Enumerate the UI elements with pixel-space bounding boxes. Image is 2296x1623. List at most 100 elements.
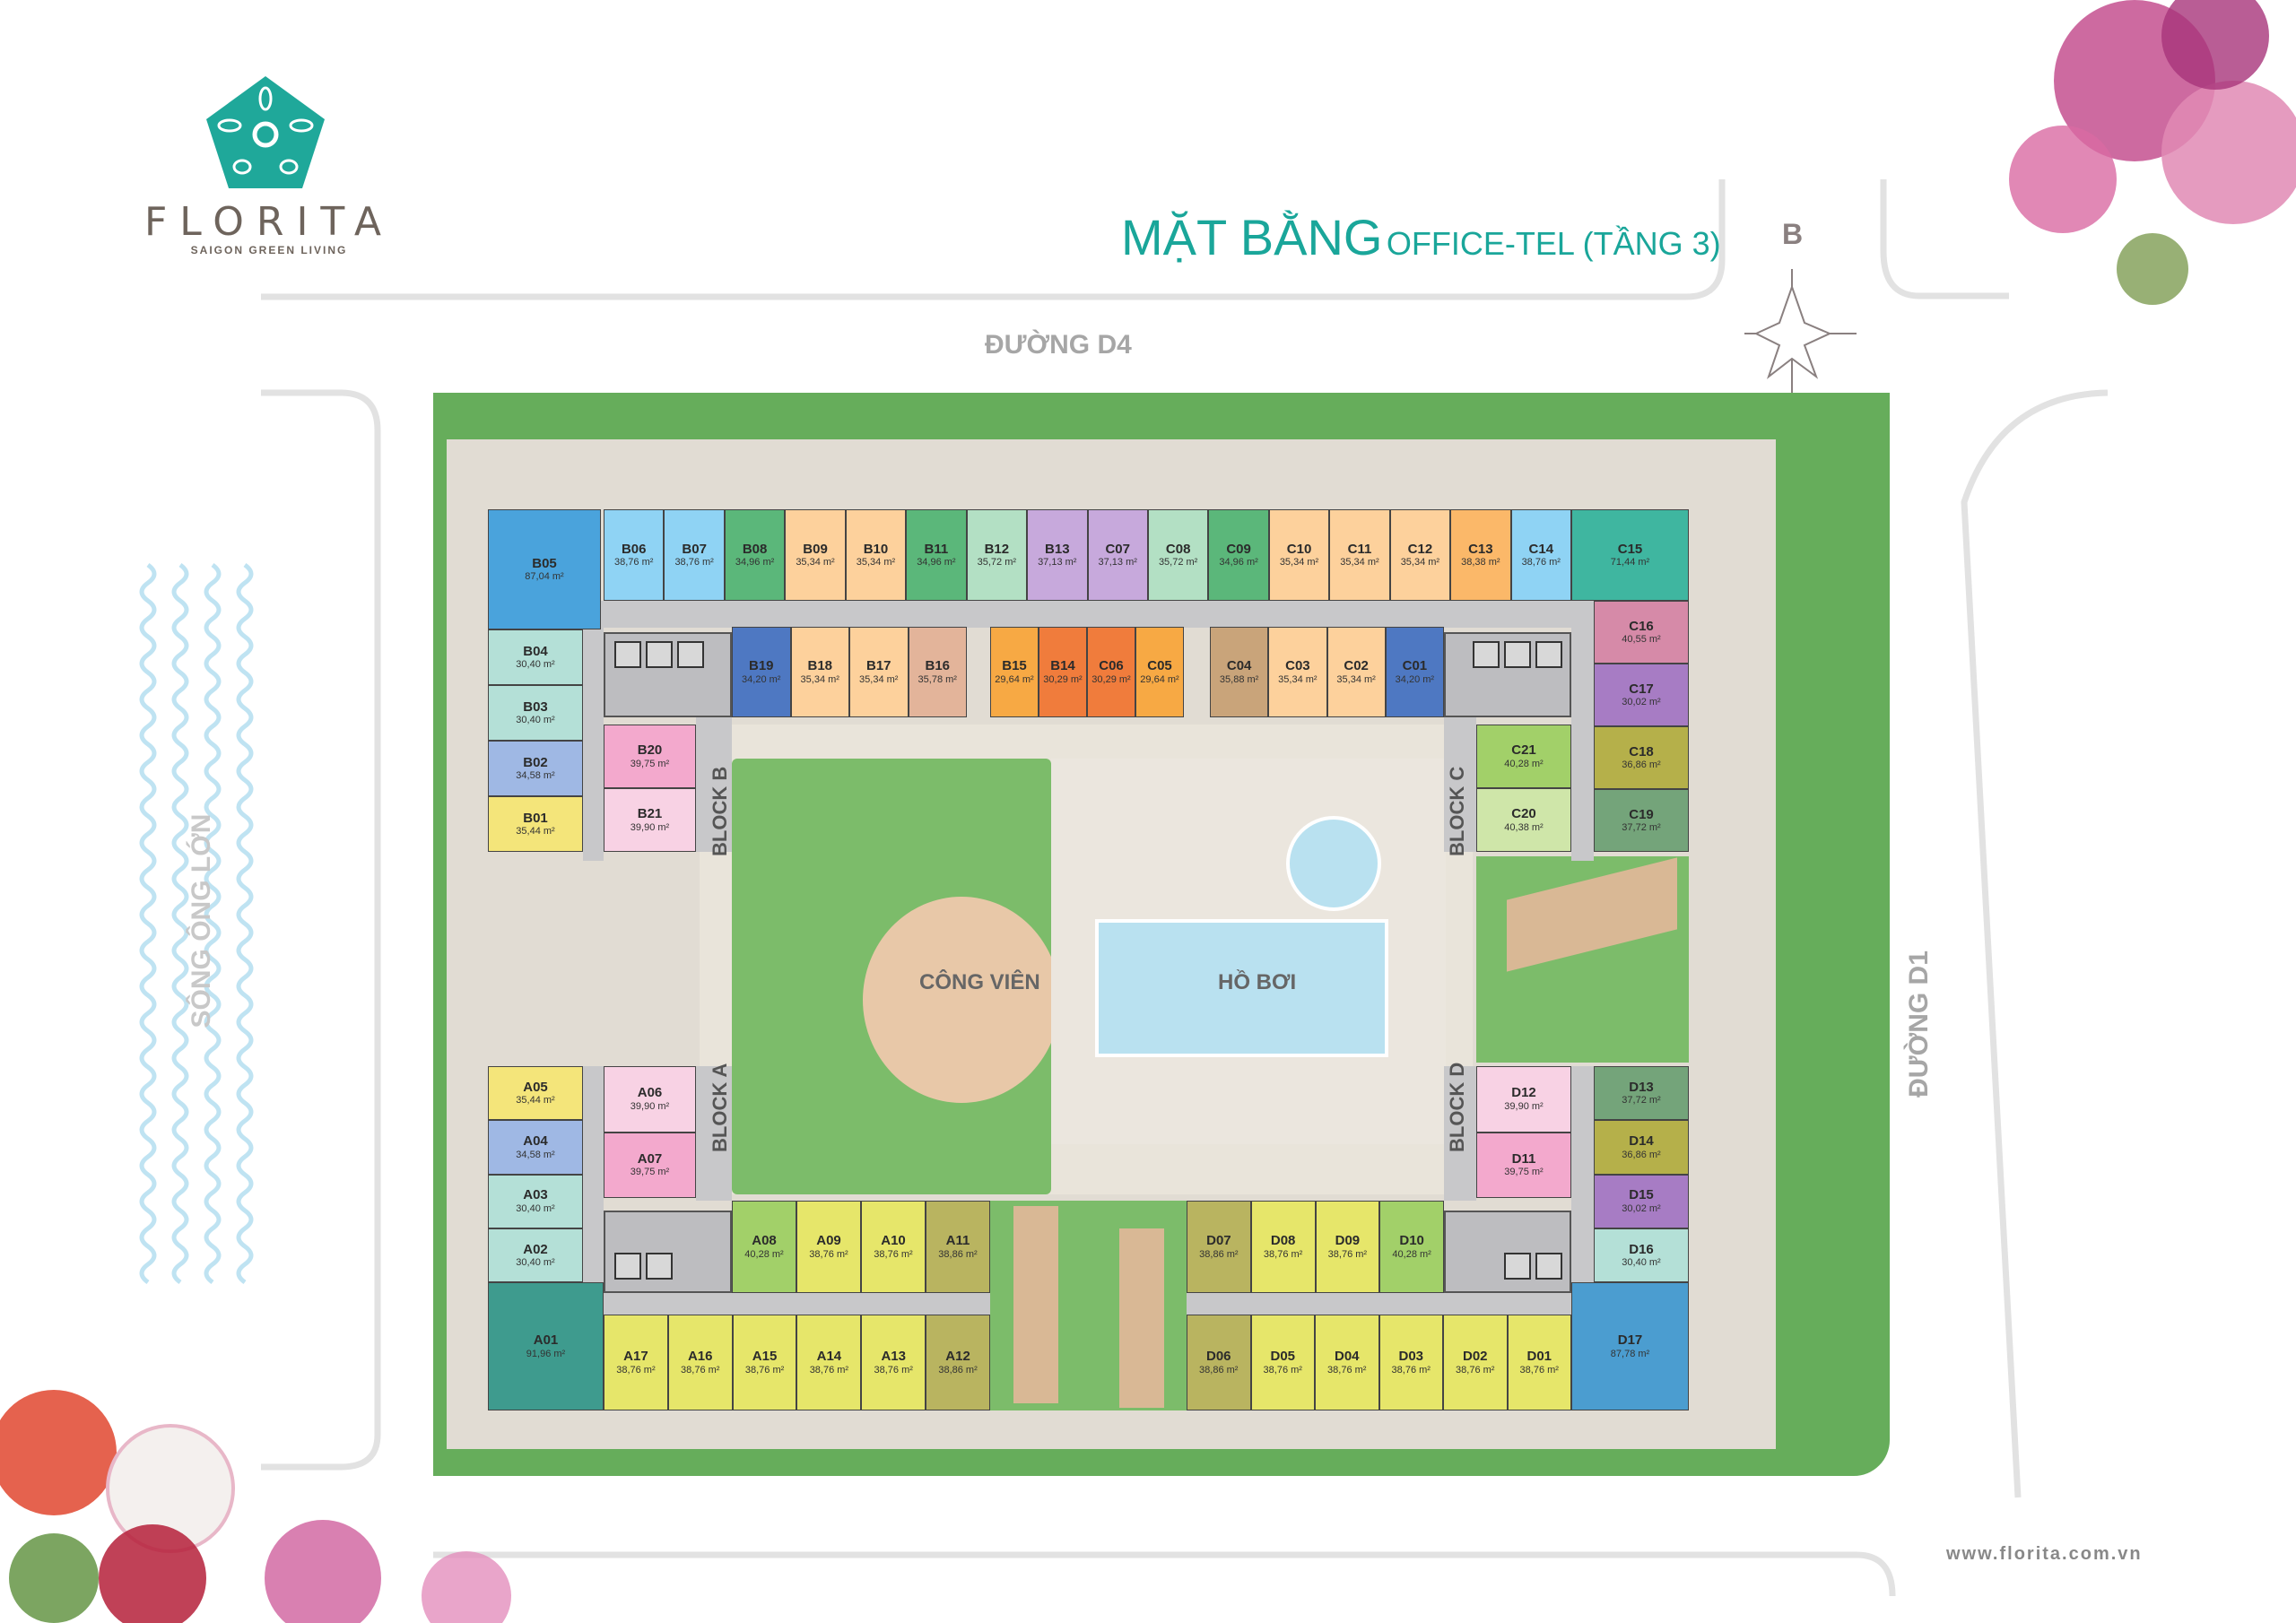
unit-area: 38,86 m² [938, 1364, 978, 1376]
elevator-icon [677, 641, 704, 668]
unit-area: 38,76 m² [874, 1364, 913, 1376]
unit-name: D04 [1334, 1349, 1360, 1365]
pool-label: HỒ BƠI [1218, 970, 1297, 994]
unit-area: 35,34 m² [796, 557, 835, 568]
elevator-icon [614, 641, 641, 668]
round-pool [1286, 816, 1381, 911]
unit-area: 87,04 m² [525, 571, 564, 583]
block-d-label: BLOCK D [1446, 1062, 1468, 1152]
unit-name: C08 [1165, 541, 1191, 557]
unit-area: 35,34 m² [856, 557, 896, 568]
unit-area: 38,76 m² [614, 557, 654, 568]
unit-area: 35,44 m² [516, 1095, 555, 1107]
elevator-icon [1504, 641, 1531, 668]
corridor-c-west [1444, 717, 1476, 852]
unit-area: 38,76 m² [1263, 1248, 1303, 1260]
unit-area: 30,29 m² [1091, 673, 1131, 685]
unit-name: B05 [532, 555, 557, 571]
unit-area: 30,40 m² [1622, 1257, 1661, 1269]
unit-area: 30,40 m² [516, 715, 555, 726]
